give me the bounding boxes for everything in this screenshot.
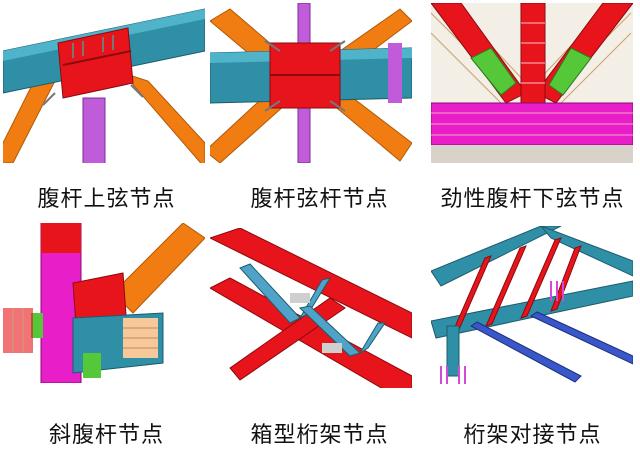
image-panel-box-truss-joint [210, 228, 412, 388]
image-panel-truss-splice-joint [431, 226, 633, 386]
joint-illustration [210, 228, 412, 388]
joint-illustration [3, 223, 205, 383]
panel-caption: 腹杆弦杆节点 [250, 187, 389, 212]
joint-illustration [210, 3, 412, 163]
panel-caption: 腹杆上弦节点 [37, 187, 176, 212]
panel-caption: 斜腹杆节点 [48, 423, 164, 448]
panel-caption: 桁架对接节点 [463, 423, 602, 448]
panel-caption: 劲性腹杆下弦节点 [440, 187, 625, 212]
joint-illustration [431, 226, 633, 386]
panel-caption: 箱型桁架节点 [250, 423, 389, 448]
joint-illustration [431, 3, 633, 163]
image-panel-web-chord-joint [210, 3, 412, 163]
image-panel-chord-top-joint [3, 3, 205, 163]
joint-illustration [3, 3, 205, 163]
image-panel-composite-bottom-chord-joint [431, 3, 633, 163]
image-panel-diagonal-web-joint [3, 223, 205, 383]
